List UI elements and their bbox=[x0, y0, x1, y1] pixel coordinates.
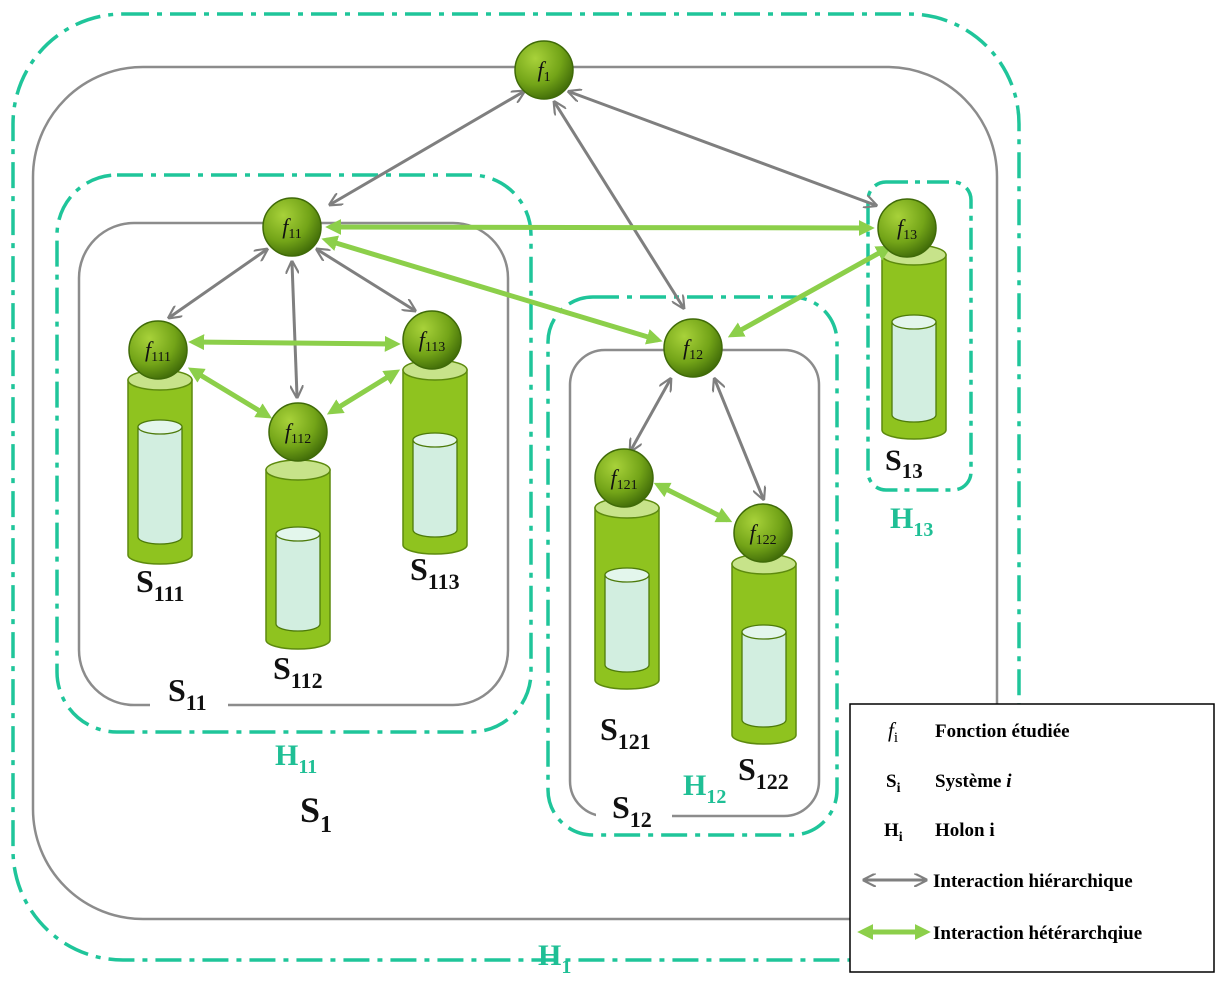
label-s11: S11 bbox=[168, 672, 207, 715]
legend-function-symbol: fi bbox=[888, 718, 898, 746]
hier-arrow-f12-f121 bbox=[631, 380, 670, 450]
cylinder-s111 bbox=[127, 369, 193, 565]
hier-arrow-f12-f122 bbox=[715, 380, 763, 498]
hier-arrow-f1-f13 bbox=[570, 92, 875, 205]
heter-arrow-f111-f113 bbox=[188, 334, 401, 352]
node-f112: f112 bbox=[268, 402, 328, 462]
hier-arrow-f11-f113 bbox=[318, 250, 414, 310]
hier-arrow-f1-f12 bbox=[555, 103, 683, 307]
label-s111: S111 bbox=[136, 563, 184, 606]
legend-holon-text: Holon i bbox=[935, 820, 995, 841]
heter-arrow-f11-f12 bbox=[321, 235, 663, 345]
hier-arrow-f11-f111 bbox=[170, 250, 266, 317]
heter-arrow-f111-f112 bbox=[187, 367, 273, 419]
legend-system-symbol: Si bbox=[886, 771, 901, 796]
holon-h12-boundary bbox=[546, 295, 839, 837]
cylinder-s13 bbox=[881, 244, 947, 440]
node-label-f1: f1 bbox=[537, 57, 550, 85]
legend-holon-symbol: Hi bbox=[884, 820, 903, 845]
label-h12: H12 bbox=[683, 769, 726, 808]
heter-arrow-f121-f122 bbox=[653, 482, 733, 523]
node-f122: f122 bbox=[733, 503, 793, 563]
label-s112: S112 bbox=[273, 650, 323, 693]
node-label-f122: f122 bbox=[749, 520, 776, 548]
node-f111: f111 bbox=[128, 320, 188, 380]
legend: fi Fonction étudiée Si Système i Hi Holo… bbox=[849, 703, 1215, 973]
node-f1: f1 bbox=[514, 40, 574, 100]
label-s12: S12 bbox=[612, 789, 652, 832]
holon-h11-boundary bbox=[55, 173, 533, 734]
node-label-f11: f11 bbox=[282, 214, 302, 242]
node-label-f13: f13 bbox=[897, 215, 917, 243]
legend-system-text: Système i bbox=[935, 771, 1012, 792]
legend-function-text: Fonction étudiée bbox=[935, 721, 1070, 742]
node-f12: f12 bbox=[663, 318, 723, 378]
node-f113: f113 bbox=[402, 310, 462, 370]
label-h13: H13 bbox=[890, 502, 933, 541]
node-f13: f13 bbox=[877, 198, 937, 258]
label-s121: S121 bbox=[600, 711, 651, 754]
label-h1: H1 bbox=[538, 939, 571, 978]
cylinder-s113 bbox=[402, 359, 468, 555]
node-label-f112: f112 bbox=[285, 419, 312, 447]
label-s122: S122 bbox=[738, 751, 789, 794]
node-label-f111: f111 bbox=[145, 337, 171, 365]
node-label-f121: f121 bbox=[610, 465, 637, 493]
node-label-f113: f113 bbox=[419, 327, 446, 355]
label-s1: S1 bbox=[300, 790, 332, 838]
cylinder-s121 bbox=[594, 497, 660, 690]
legend-heter-text: Interaction hétérarchqiue bbox=[933, 923, 1142, 944]
hier-arrow-f1-f11 bbox=[331, 92, 523, 204]
heter-arrow-f112-f113 bbox=[326, 369, 401, 415]
holon-h1-boundary bbox=[11, 12, 1021, 962]
cylinder-s122 bbox=[731, 553, 797, 745]
node-f11: f11 bbox=[262, 197, 322, 257]
heter-arrow-f12-f13 bbox=[727, 245, 893, 338]
label-h11: H11 bbox=[275, 739, 317, 778]
node-label-f12: f12 bbox=[683, 335, 703, 363]
label-s113: S113 bbox=[410, 551, 460, 594]
label-s13: S13 bbox=[885, 444, 923, 483]
legend-hier-text: Interaction hiérarchique bbox=[933, 871, 1133, 892]
heter-arrow-f11-f13 bbox=[325, 219, 875, 236]
node-f121: f121 bbox=[594, 448, 654, 508]
cylinder-s112 bbox=[265, 459, 331, 650]
hier-arrow-f11-f112 bbox=[292, 263, 297, 396]
